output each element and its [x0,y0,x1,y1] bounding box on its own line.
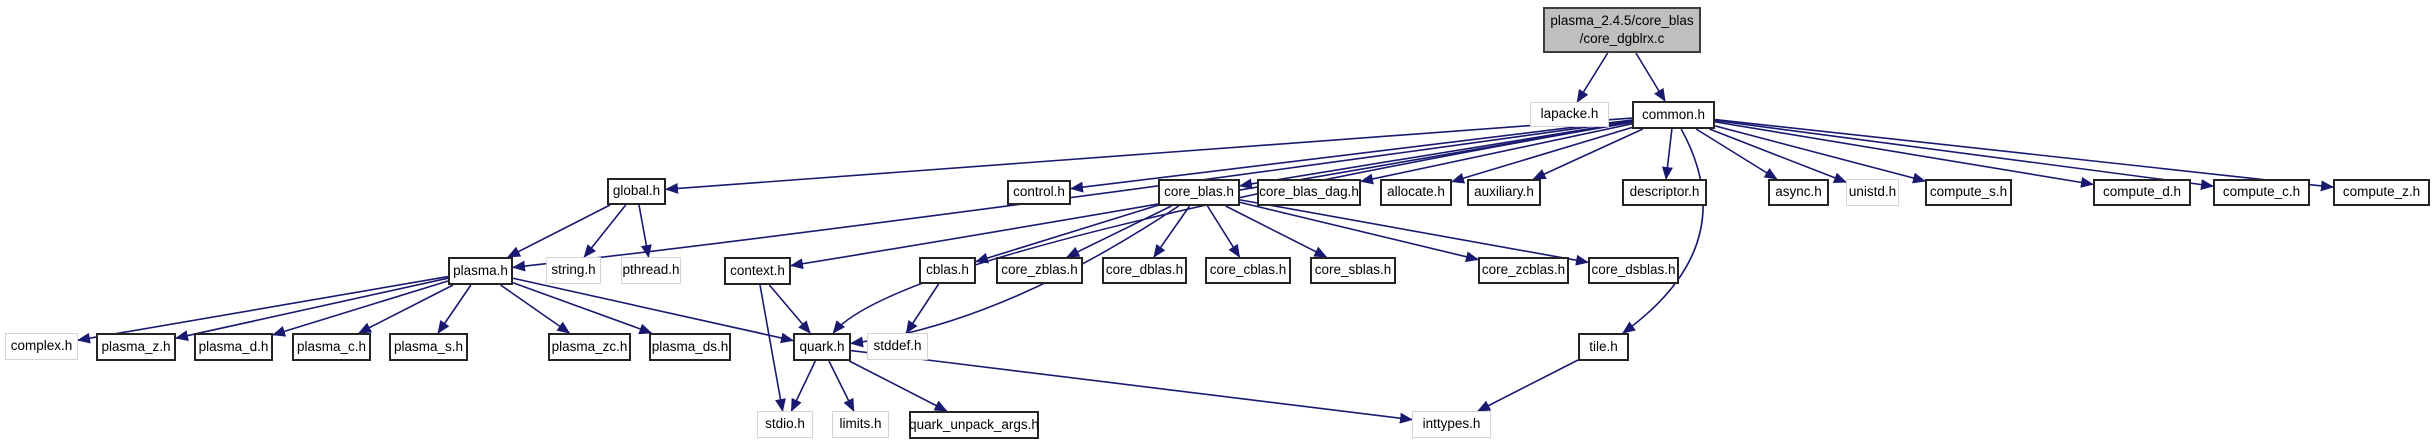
edge-global-h-to-plasma-h [507,204,611,258]
node-core-dblas-h[interactable]: core_dblas.h [1102,257,1187,284]
edge-context-h-to-stdio-h [759,284,786,412]
edge-context-h-to-quark-h [768,284,811,334]
edge-common-h-to-compute-s-h [1714,125,1926,184]
edge-plasma-h-to-plasma-z-h [175,277,449,341]
edge-core-blas-h-to-core-sblas-h [1225,205,1328,258]
edge-plasma-h-to-quark-h [512,277,794,344]
edge-core-blas-h-to-core-zblas-h [1066,205,1172,258]
edge-common-h-to-context-h [790,121,1633,270]
node-allocate-h[interactable]: allocate.h [1380,179,1452,206]
node-core-zblas-h[interactable]: core_zblas.h [996,257,1083,284]
edge-common-h-to-compute-c-h [1714,119,2214,190]
node-common-h[interactable]: common.h [1632,101,1715,129]
edge-common-h-to-core-blas-dag-h [1360,123,1633,185]
edge-quark-h-to-inttypes-h [850,349,1413,424]
node-plasma-zc-h[interactable]: plasma_zc.h [548,333,631,361]
node-core-dsblas-h[interactable]: core_dsblas.h [1588,257,1679,284]
edge-plasma-h-to-plasma-zc-h [500,284,571,334]
edge-plasma-h-to-plasma-d-h [272,280,449,337]
node-core-blas-dag-h[interactable]: core_blas_dag.h [1257,179,1361,206]
node-stdio-h: stdio.h [757,411,813,438]
edge-common-h-to-tile-h [1622,128,1704,334]
node-plasma-h[interactable]: plasma.h [448,257,513,285]
edge-common-h-to-control-h [1070,119,1633,193]
node-quark-h[interactable]: quark.h [793,333,851,361]
edge-common-h-to-async-h [1695,128,1778,180]
edge-common-h-to-auxiliary-h [1532,128,1644,180]
node-core-cblas-h[interactable]: core_cblas.h [1205,257,1291,284]
edge-quark-h-to-limits-h [828,360,855,412]
node-tile-h[interactable]: tile.h [1578,333,1629,361]
edge-common-h-to-descriptor-h [1661,128,1673,180]
node-plasma-s-h[interactable]: plasma_s.h [389,333,468,361]
edge-common-h-to-quark-h [832,121,1633,334]
edge-main-to-common-h [1635,52,1666,102]
node-string-h: string.h [546,257,601,284]
node-plasma-z-h[interactable]: plasma_z.h [96,333,176,361]
node-plasma-ds-h[interactable]: plasma_ds.h [649,333,731,361]
edge-quark-h-to-quark-unpack-args-h [848,360,948,412]
node-lapacke-h: lapacke.h [1530,102,1609,127]
edge-plasma-h-to-plasma-s-h [437,284,472,334]
node-quark-unpack-args-h[interactable]: quark_unpack_args.h [909,411,1039,439]
edge-quark-h-to-stdio-h [790,360,817,412]
node-compute-c-h[interactable]: compute_c.h [2213,179,2310,206]
node-control-h[interactable]: control.h [1007,180,1071,205]
node-async-h[interactable]: async.h [1768,179,1829,206]
node-stddef-h: stddef.h [867,333,928,360]
edge-global-h-to-pthread-h [638,204,652,258]
node-context-h[interactable]: context.h [724,257,791,285]
edge-common-h-to-core-blas-h [1239,120,1633,190]
edge-core-blas-h-to-cblas-h [975,204,1159,264]
edge-core-blas-h-to-core-cblas-h [1206,205,1241,258]
edge-common-h-to-plasma-h [512,120,1633,272]
edge-common-h-to-unistd-h [1709,128,1847,183]
edge-main-to-lapacke-h [1576,52,1609,103]
edge-core-blas-h-to-core-zcblas-h [1239,201,1479,263]
node-core-blas-h[interactable]: core_blas.h [1158,179,1240,206]
edge-common-h-to-allocate-h [1451,126,1633,184]
node-cblas-h[interactable]: cblas.h [919,257,976,284]
edge-tile-h-to-inttypes-h [1477,359,1579,412]
node-pthread-h: pthread.h [621,257,681,284]
edge-common-h-to-compute-z-h [1714,118,2334,192]
node-descriptor-h[interactable]: descriptor.h [1622,179,1707,206]
node-limits-h: limits.h [832,411,889,438]
edge-core-blas-h-to-core-dsblas-h [1239,199,1589,266]
node-compute-d-h[interactable]: compute_d.h [2093,179,2191,206]
node-plasma-d-h[interactable]: plasma_d.h [194,333,273,361]
edge-global-h-to-string-h [583,204,627,258]
edge-common-h-to-compute-d-h [1714,121,2094,188]
node-plasma-c-h[interactable]: plasma_c.h [292,333,371,361]
node-compute-z-h[interactable]: compute_z.h [2333,179,2430,206]
edge-cblas-h-to-stddef-h [905,283,940,334]
node-core-sblas-h[interactable]: core_sblas.h [1310,257,1396,284]
node-compute-s-h[interactable]: compute_s.h [1925,179,2012,206]
node-unistd-h: unistd.h [1846,179,1899,206]
node-inttypes-h: inttypes.h [1412,411,1491,438]
edge-plasma-h-to-plasma-ds-h [512,282,653,335]
node-main: plasma_2.4.5/core_blas /core_dgblrx.c [1543,7,1701,53]
node-global-h[interactable]: global.h [607,178,666,205]
node-complex-h: complex.h [5,333,78,360]
edge-core-blas-h-to-core-dblas-h [1153,205,1191,258]
node-core-zcblas-h[interactable]: core_zcblas.h [1478,257,1569,284]
edge-common-h-to-global-h [665,117,1633,194]
node-auxiliary-h[interactable]: auxiliary.h [1467,179,1541,206]
edge-plasma-h-to-plasma-c-h [358,284,454,334]
edge-plasma-h-to-complex-h [77,275,449,344]
